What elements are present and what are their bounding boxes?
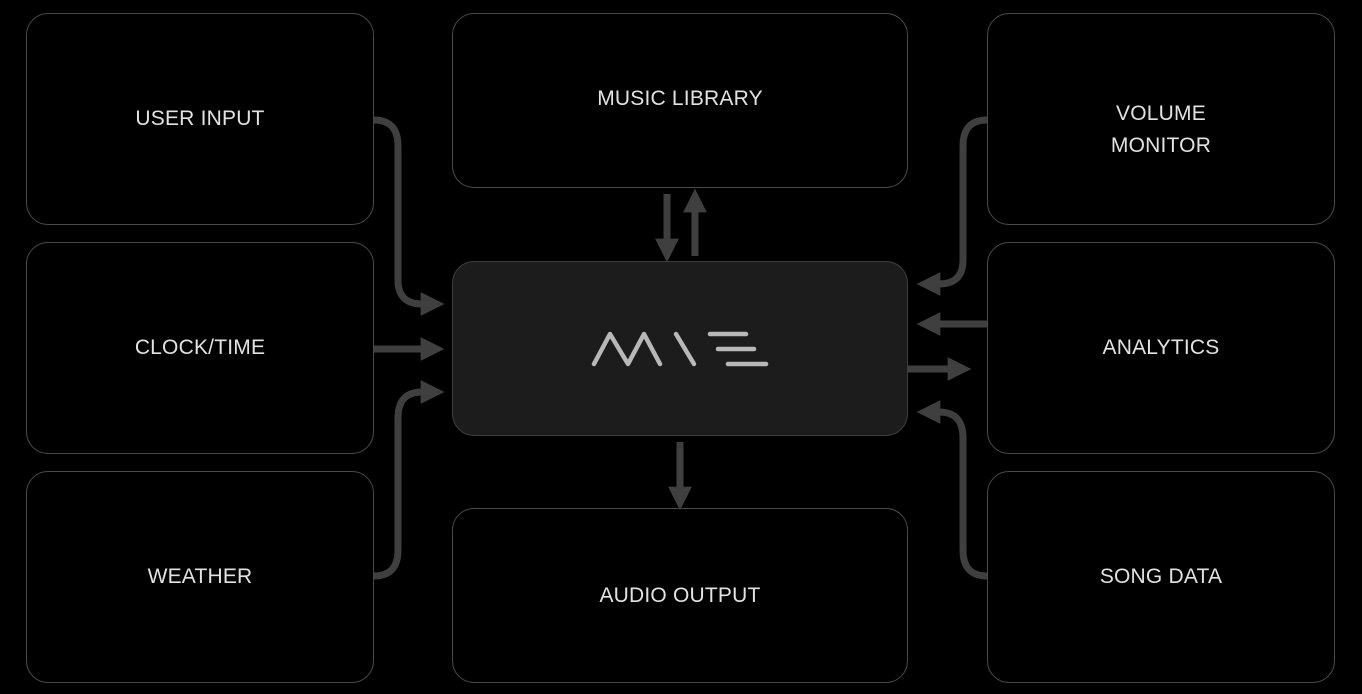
volume-monitor-node: VOLUME MONITOR	[987, 13, 1335, 225]
weather-label: WEATHER	[147, 565, 253, 588]
music-library-node: MUSIC LIBRARY	[452, 13, 908, 188]
arrow-song-data-to-core	[916, 400, 988, 580]
clock-time-label: CLOCK/TIME	[134, 336, 266, 359]
analytics-label: ANALYTICS	[1102, 336, 1220, 359]
volume-monitor-label: VOLUME MONITOR	[1110, 102, 1212, 157]
song-data-label: SONG DATA	[1099, 565, 1223, 588]
music-library-label: MUSIC LIBRARY	[597, 87, 763, 110]
user-input-node: USER INPUT	[26, 13, 374, 225]
analytics-node: ANALYTICS	[987, 242, 1335, 454]
arrow-weather-to-core	[373, 380, 445, 580]
clock-time-node: CLOCK/TIME	[26, 242, 374, 454]
audio-output-label: AUDIO OUTPUT	[599, 583, 761, 607]
arrow-user-input-to-core	[373, 116, 445, 316]
weather-node: WEATHER	[26, 471, 374, 683]
song-data-node: SONG DATA	[987, 471, 1335, 683]
arrow-volume-to-core	[916, 116, 988, 296]
audio-output-node: AUDIO OUTPUT	[452, 508, 908, 683]
core-engine-node	[452, 261, 908, 436]
user-input-label: USER INPUT	[135, 107, 265, 130]
mave-logo	[591, 331, 769, 366]
